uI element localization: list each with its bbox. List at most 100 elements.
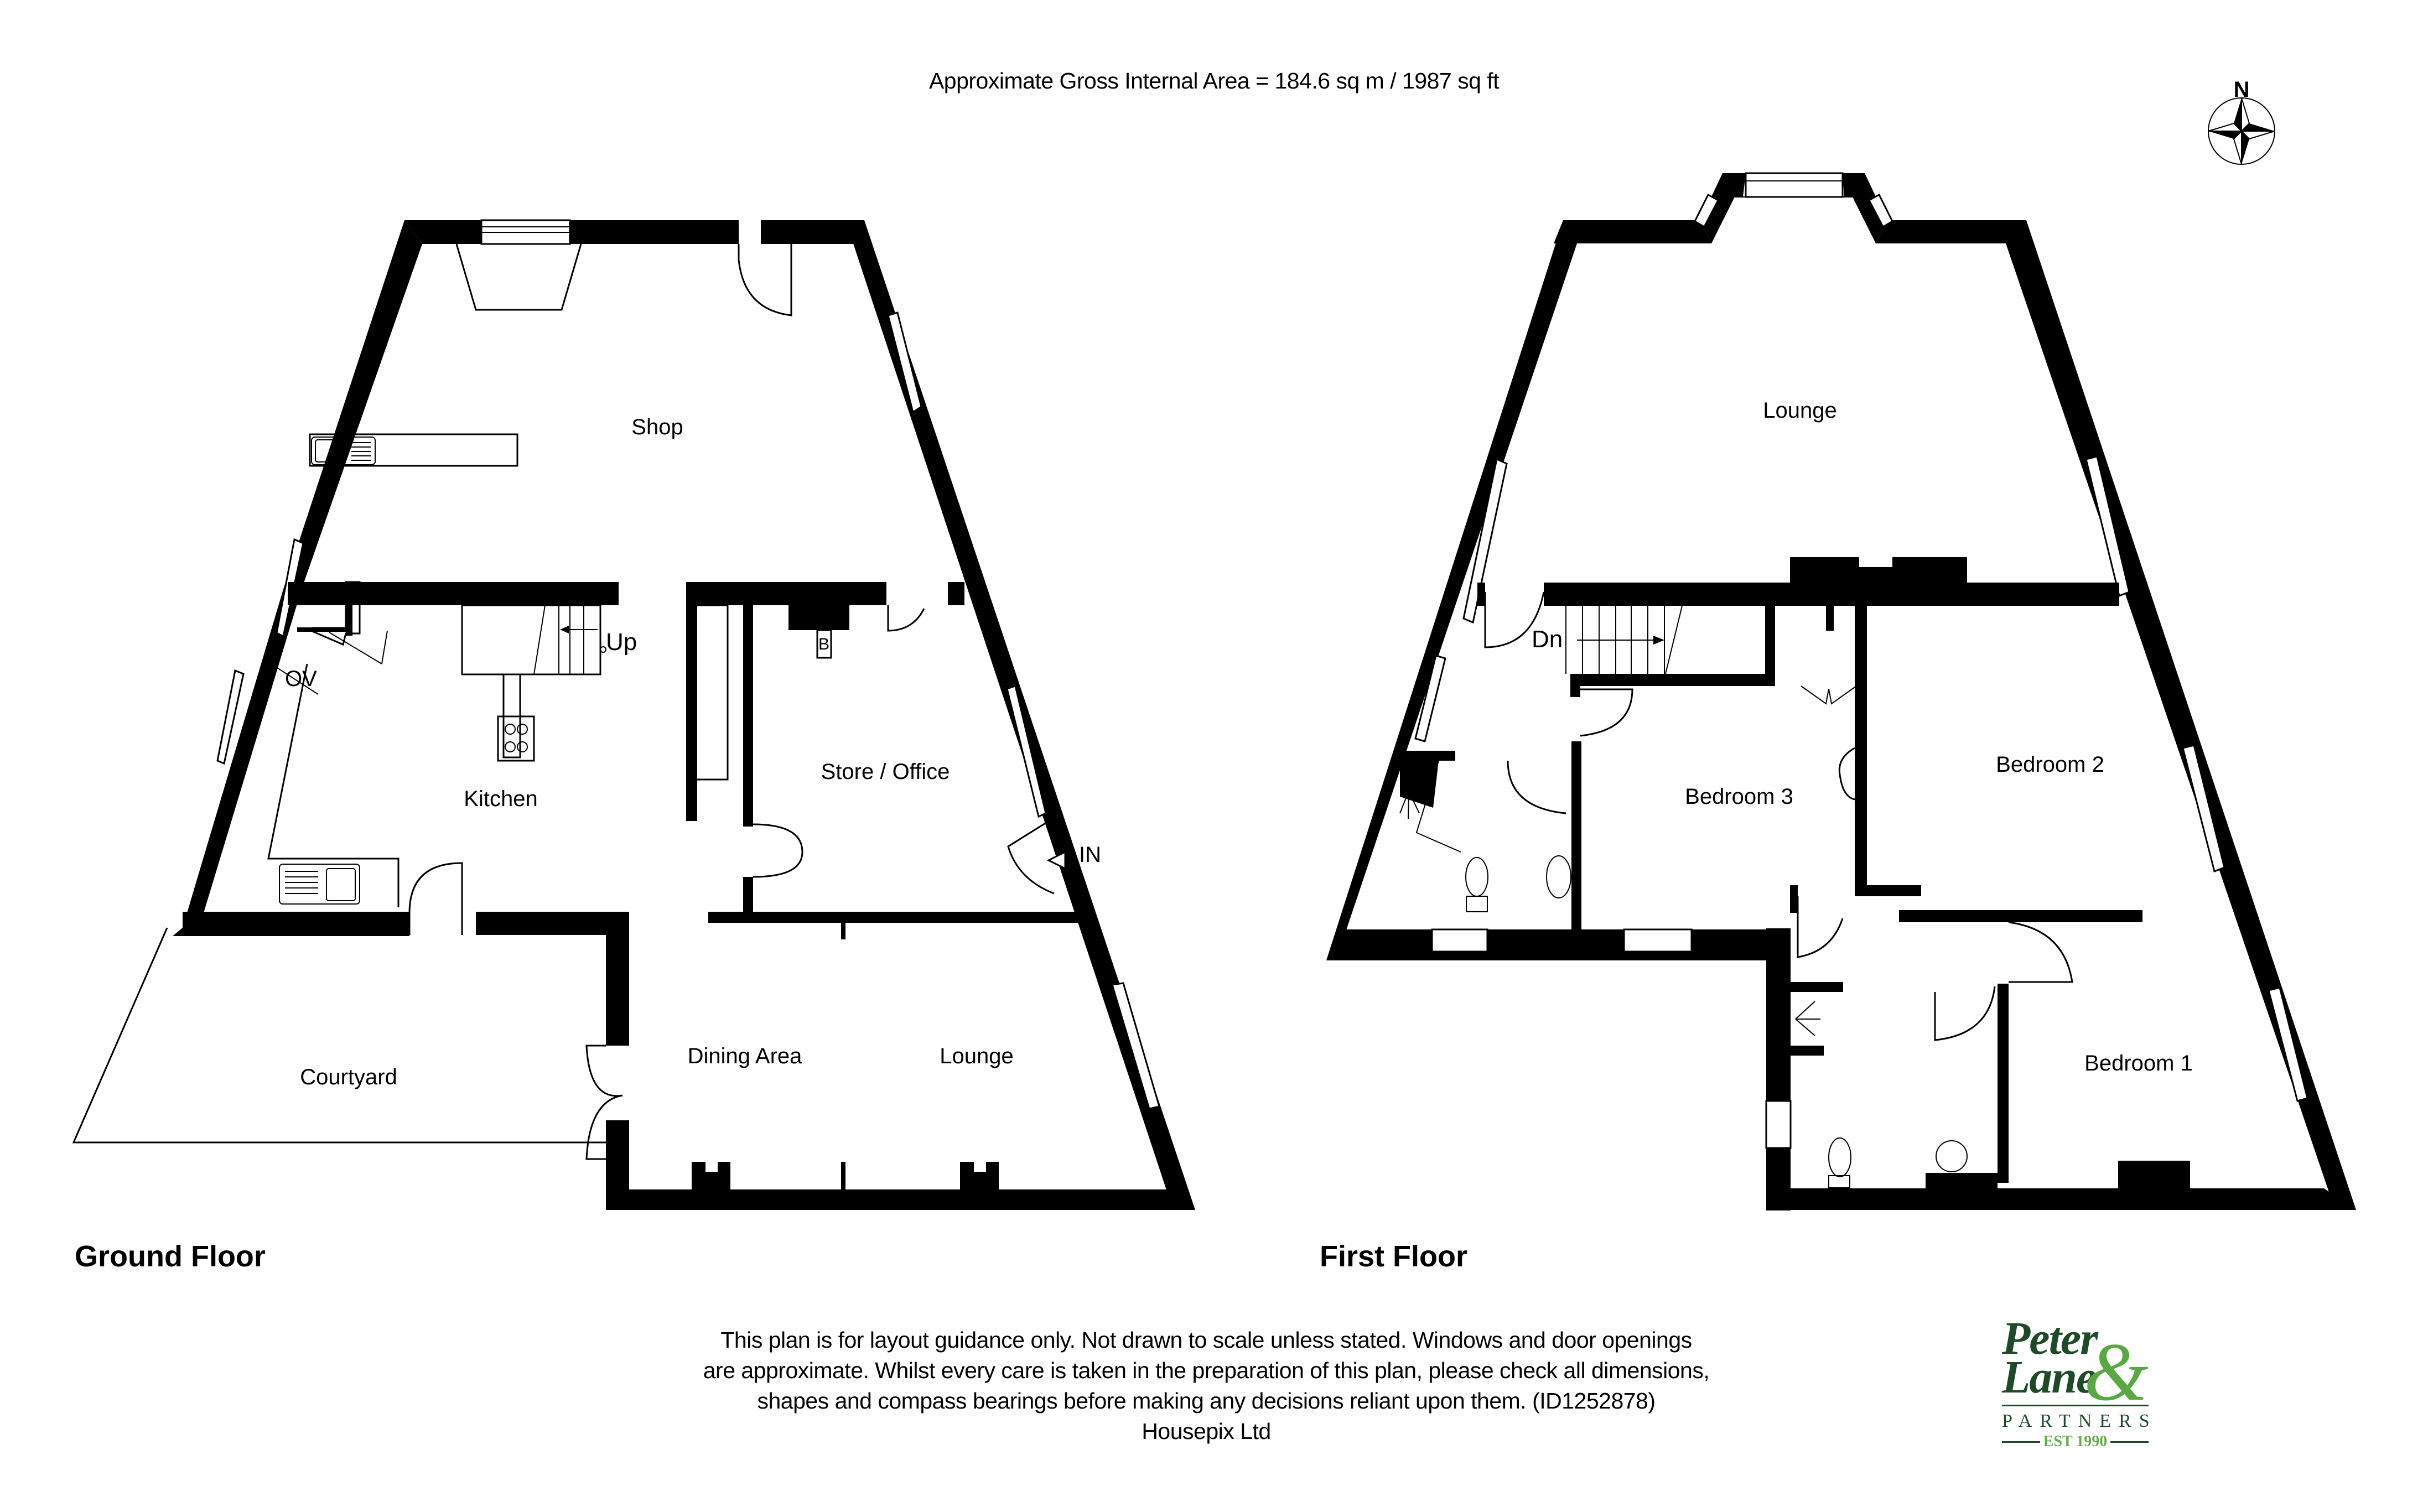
bed2-west-wall bbox=[1855, 606, 1867, 893]
kitchen-window-west bbox=[216, 669, 245, 765]
dining-lounge-south-wall bbox=[606, 1189, 1195, 1210]
store-inner-door[interactable] bbox=[887, 605, 925, 632]
ff-top-wall-right bbox=[1876, 220, 2026, 243]
oven-label: OV bbox=[285, 667, 317, 691]
ensuite-basin-icon bbox=[1936, 1140, 1968, 1172]
gross-internal-area: Approximate Gross Internal Area = 184.6 … bbox=[928, 68, 1500, 93]
kitchen-south-wall bbox=[183, 912, 409, 935]
room-label-courtyard: Courtyard bbox=[300, 1065, 397, 1089]
store-window-east bbox=[1006, 685, 1047, 818]
room-label-kitchen: Kitchen bbox=[464, 787, 537, 811]
stairs-down-label: Dn bbox=[1532, 626, 1563, 653]
bed1-chimney-breast bbox=[2118, 1161, 2190, 1191]
first-floor-title: First Floor bbox=[1320, 1240, 1467, 1273]
room-label-shop: Shop bbox=[631, 415, 683, 439]
shop-sink-icon bbox=[311, 437, 376, 465]
bay-window-front bbox=[1745, 172, 1844, 198]
ff-lounge-window-west bbox=[1462, 458, 1508, 624]
ff-landing-window-west bbox=[1414, 654, 1446, 742]
shop-door[interactable] bbox=[738, 244, 792, 316]
logo-divider bbox=[2002, 1405, 2149, 1406]
room-label-dining-area: Dining Area bbox=[688, 1044, 803, 1068]
svg-text:B: B bbox=[818, 635, 829, 653]
ensuite-shower-icon bbox=[1795, 1001, 1820, 1036]
room-label-bedroom-2: Bedroom 2 bbox=[1996, 752, 2104, 777]
room-label-store-office: Store / Office bbox=[821, 760, 950, 784]
store-chimney-breast bbox=[788, 605, 849, 630]
shop-display-recess bbox=[455, 243, 582, 311]
bed1-west-wall bbox=[1998, 984, 2009, 1183]
kitchen-courtyard-door[interactable] bbox=[408, 862, 463, 935]
stairs-down[interactable]: Dn bbox=[1532, 605, 1683, 674]
disclaimer-line-4: Housepix Ltd bbox=[1142, 1419, 1271, 1444]
bed2-door[interactable] bbox=[1838, 747, 1855, 801]
entrance-label: IN bbox=[1079, 843, 1101, 867]
hob-icon bbox=[497, 715, 535, 762]
bed1-north-wall bbox=[1899, 910, 2142, 922]
room-label-bedroom-1: Bedroom 1 bbox=[2084, 1051, 2193, 1075]
bed1-door[interactable] bbox=[2008, 921, 2073, 983]
logo-ampersand: & bbox=[2084, 1326, 2149, 1418]
bay-wall-left bbox=[1700, 173, 1746, 243]
disclaimer: This plan is for layout guidance only. N… bbox=[636, 1325, 1776, 1447]
kitchen-left-wall bbox=[183, 589, 302, 928]
shop-top-wall-right bbox=[761, 220, 864, 244]
entrance-door[interactable] bbox=[1007, 815, 1057, 895]
ff-top-wall-left bbox=[1554, 220, 1711, 243]
bed3-window bbox=[1623, 928, 1693, 953]
disclaimer-line-3: shapes and compass bearings before makin… bbox=[757, 1388, 1656, 1414]
bay-window-right bbox=[1867, 193, 1893, 228]
stairs-up[interactable]: Up bbox=[461, 604, 637, 676]
shower-room-window bbox=[1431, 928, 1488, 953]
bay-window-left bbox=[1694, 193, 1720, 228]
shower-room-wall bbox=[1400, 751, 1455, 808]
bay-wall-right bbox=[1843, 173, 1887, 243]
lounge-window-east bbox=[1111, 982, 1160, 1110]
store-door[interactable] bbox=[753, 823, 803, 878]
compass-rose-icon: N bbox=[2208, 77, 2275, 165]
shop-left-wall bbox=[283, 220, 422, 589]
agent-logo: Peter Lane & PARTNERS EST 1990 bbox=[2002, 1313, 2157, 1451]
shop-store-wall bbox=[686, 582, 886, 605]
bed2-window-east bbox=[2182, 744, 2225, 873]
boiler-icon bbox=[816, 629, 832, 659]
shop-top-wall-left bbox=[404, 220, 739, 244]
ff-lounge-window-east bbox=[2085, 455, 2130, 597]
shower-icon bbox=[1399, 786, 1420, 819]
ff-shower-window bbox=[1765, 1100, 1792, 1149]
logo-peter: Peter bbox=[2002, 1313, 2098, 1364]
dining-french-doors[interactable] bbox=[585, 1045, 623, 1160]
cupboard-doors[interactable] bbox=[1801, 685, 1857, 705]
stairs-up-label: Up bbox=[606, 628, 637, 656]
ground-floor-plan: OV Up bbox=[72, 219, 1195, 1210]
ff-upper-south-wall bbox=[1326, 929, 1782, 960]
disclaimer-line-2: are approximate. Whilst every care is ta… bbox=[703, 1358, 1710, 1383]
store-lounge-wall bbox=[708, 912, 1079, 923]
logo-est: EST 1990 bbox=[2002, 1433, 2149, 1451]
shop-counter bbox=[309, 433, 518, 467]
first-floor-plan: Dn bbox=[1326, 172, 2356, 1210]
ff-lower-south-wall bbox=[1766, 1188, 2356, 1210]
basin-icon bbox=[1546, 855, 1571, 898]
room-label-lounge-gf: Lounge bbox=[940, 1044, 1013, 1068]
room-label-lounge-ff: Lounge bbox=[1763, 398, 1836, 423]
ensuite-wc-icon bbox=[1828, 1137, 1851, 1177]
shower-room-door[interactable] bbox=[1507, 760, 1566, 814]
ff-west-wall bbox=[1326, 220, 1577, 960]
logo-partners: PARTNERS bbox=[2002, 1411, 2157, 1431]
store-west-wall bbox=[743, 605, 753, 827]
bed3-landing-door[interactable] bbox=[1580, 688, 1633, 737]
shop-window-east bbox=[887, 311, 922, 414]
kitchen-sink-icon bbox=[279, 864, 360, 905]
landing-door[interactable] bbox=[1484, 591, 1545, 648]
en-suite-door[interactable] bbox=[1934, 986, 1996, 1041]
logo-lane: Lane bbox=[2002, 1352, 2097, 1403]
ff-lower-west-wall bbox=[1766, 928, 1791, 1210]
wc-icon bbox=[1465, 857, 1488, 897]
bed3-west-wall bbox=[1571, 741, 1581, 929]
ground-floor-title: Ground Floor bbox=[75, 1240, 266, 1273]
dining-west-wall bbox=[606, 928, 629, 1046]
hall-door[interactable] bbox=[1797, 896, 1844, 958]
bed1-window-east bbox=[2268, 986, 2308, 1102]
